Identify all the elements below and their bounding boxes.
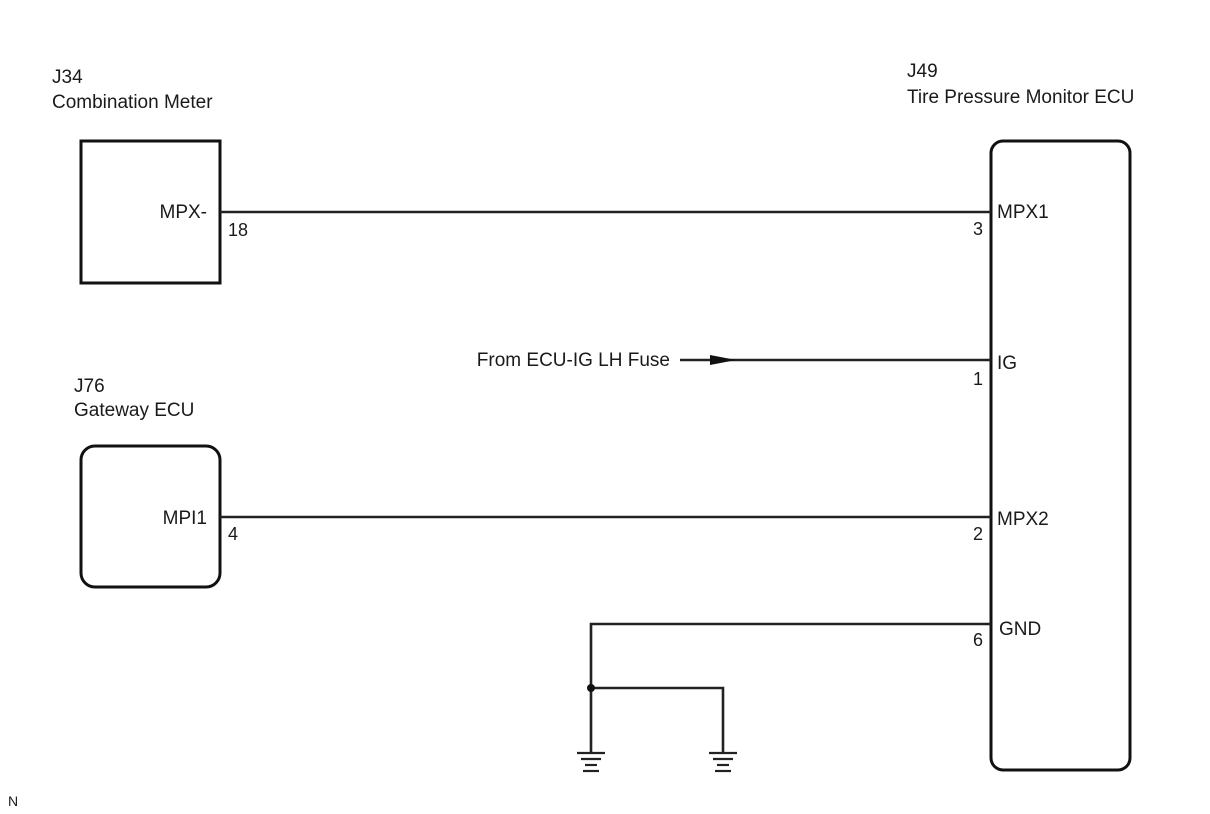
- gateway-ecu-code: J76: [74, 376, 105, 397]
- corner-mark: N: [8, 793, 18, 809]
- tpms-pin-2: 2: [973, 524, 983, 544]
- combination-meter-name: Combination Meter: [52, 92, 213, 113]
- tpms-ecu-code: J49: [907, 61, 938, 82]
- ground-symbol-icon: [709, 751, 737, 773]
- gateway-ecu-pin-4: 4: [228, 524, 238, 544]
- combination-meter-code: J34: [52, 67, 83, 88]
- combination-meter-pin-18: 18: [228, 220, 248, 240]
- tpms-terminal-mpx1: MPX1: [997, 202, 1049, 223]
- tpms-ecu-name: Tire Pressure Monitor ECU: [907, 87, 1134, 108]
- wire-gnd: [589, 622, 991, 752]
- combination-meter: J34 Combination Meter MPX- 18: [52, 67, 248, 285]
- tire-pressure-monitor-ecu: J49 Tire Pressure Monitor ECU MPX1 3 IG …: [907, 61, 1134, 772]
- gateway-ecu: J76 Gateway ECU MPI1 4: [74, 376, 238, 589]
- gateway-ecu-terminal-mpi1: MPI1: [163, 508, 207, 529]
- splice-point: [587, 684, 595, 692]
- power-source-label: From ECU-IG LH Fuse: [477, 350, 670, 371]
- tpms-terminal-ig: IG: [997, 353, 1017, 374]
- tpms-pin-1: 1: [973, 369, 983, 389]
- tpms-terminal-gnd: GND: [999, 619, 1041, 640]
- arrow-right-icon: [710, 355, 736, 365]
- combination-meter-box: [79, 139, 222, 285]
- tpms-pin-3: 3: [973, 219, 983, 239]
- tpms-pin-6: 6: [973, 630, 983, 650]
- tpms-ecu-box: [989, 139, 1132, 772]
- ground-symbol-icon: [577, 751, 605, 773]
- wire-gnd-branch: [591, 686, 725, 752]
- ground-circuit: [577, 622, 991, 773]
- tpms-terminal-mpx2: MPX2: [997, 509, 1049, 530]
- gateway-ecu-name: Gateway ECU: [74, 400, 194, 421]
- ig-power-feed: From ECU-IG LH Fuse: [477, 350, 991, 371]
- combination-meter-terminal-mpx-minus: MPX-: [160, 202, 208, 223]
